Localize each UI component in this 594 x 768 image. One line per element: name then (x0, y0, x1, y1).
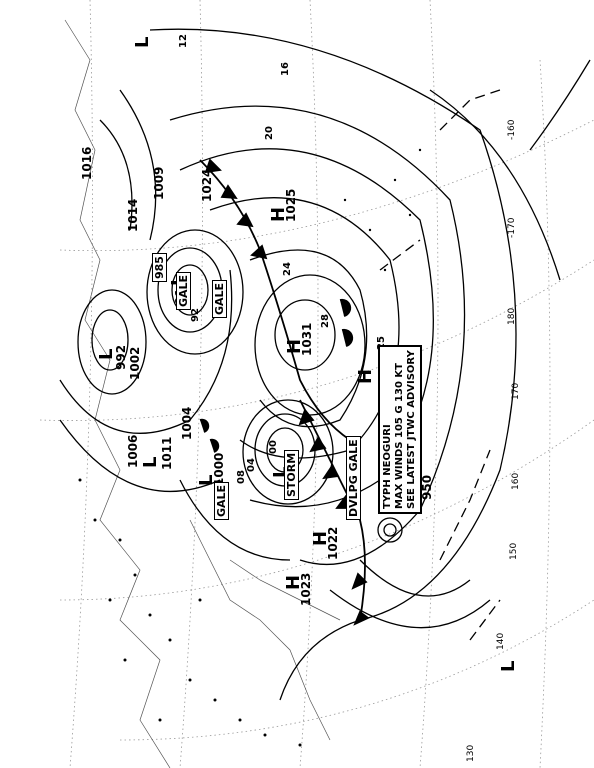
low-center-pressure: 992 (114, 344, 128, 370)
high-center-pressure: 1023 (299, 572, 313, 606)
isobar-label: 20 (264, 126, 275, 140)
high-center-label: H (355, 368, 376, 384)
isobar-label: 12 (178, 34, 189, 48)
gale-warning-box: GALE (176, 271, 191, 310)
isobar-label: 1011 (160, 436, 174, 470)
advisory-line: SEE LATEST JTWC ADVISORY (406, 350, 417, 509)
isobar-label: 28 (320, 314, 331, 328)
advisory-line: MAX WINDS 105 G 130 KT (394, 363, 405, 509)
high-center-pressure: 1025 (284, 188, 298, 222)
isobar-label: 1014 (126, 198, 140, 232)
lon-label-180: 180 (507, 307, 517, 325)
isobar-label: 1024 (200, 168, 214, 202)
typhoon-advisory-box: TYPH NEOGURI MAX WINDS 105 G 130 KT SEE … (378, 345, 422, 514)
low-center-label: L (498, 660, 519, 672)
isobar-label: 04 (246, 458, 257, 472)
high-center-pressure: 1022 (326, 526, 340, 560)
lon-label-m170: -170 (507, 217, 517, 238)
isobar-label: 16 (280, 62, 291, 76)
low-center-label: L (132, 36, 153, 48)
gale-warning-box: GALE (212, 279, 227, 318)
isobar-label: 08 (236, 470, 247, 484)
low-center-pressure: 1006 (126, 434, 140, 468)
lon-label-170: 170 (511, 382, 521, 400)
fronts (199, 158, 370, 626)
developing-gale-box: DVLPG GALE (346, 436, 361, 520)
lon-label-150: 150 (509, 542, 519, 560)
isobar-label: 950 (420, 474, 434, 500)
storm-warning-box: STORM (284, 449, 299, 500)
station-plots (78, 148, 422, 747)
isobars (59, 28, 591, 701)
graticule (39, 0, 594, 768)
low-center-pressure: 1004 (180, 406, 194, 440)
lon-label-160: 160 (511, 472, 521, 490)
lon-label-140: 140 (496, 632, 506, 650)
lon-label-130: 130 (466, 744, 476, 762)
isobar-label: 1002 (128, 346, 142, 380)
isobar-label: 00 (268, 440, 279, 454)
advisory-line: TYPH NEOGURI (382, 424, 393, 509)
low-center-label: L (140, 456, 161, 468)
isobar-label: 1009 (152, 166, 166, 200)
low-center-pressure: 985 (152, 253, 167, 282)
gale-warning-box: GALE (214, 481, 229, 520)
high-center-pressure: 1031 (300, 322, 314, 356)
isobar-label: 92 (190, 308, 201, 322)
coastline (64, 19, 341, 768)
isobar-label: 1016 (80, 146, 94, 180)
isobar-label: 24 (282, 262, 293, 276)
lon-label-m160: -160 (507, 119, 517, 140)
